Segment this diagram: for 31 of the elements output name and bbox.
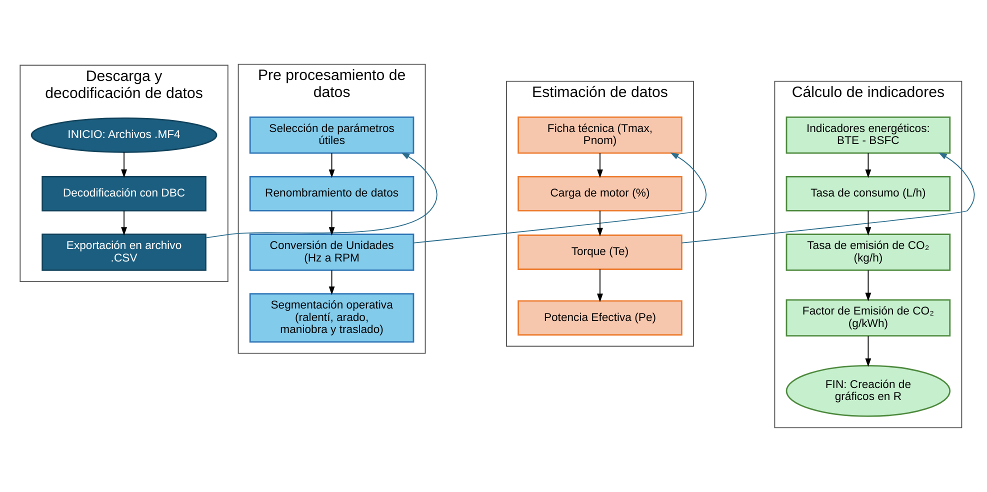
node-box: Ficha técnica (Tmax, Pnom) [518,116,682,154]
node-box: Exportación en archivo .CSV [42,234,206,271]
node-box: Torque (Te) [518,234,682,270]
arrow [597,268,603,302]
node-box: Factor de Emisión de CO₂ (g/kWh) [786,299,951,337]
arrow [865,210,872,236]
node-ellipse: FIN: Creación de gráficos en R [786,365,951,417]
node-box: Tasa de emisión de CO₂ (kg/h) [786,234,951,271]
node-box: Segmentación operativa (ralentí, arado, maniobra y traslado) [249,293,414,343]
arrow [328,210,335,236]
arrow [865,270,872,302]
arrow [413,152,707,244]
arrow [121,210,128,236]
arrow [681,152,975,244]
node-box: Decodificación con DBC [42,176,206,212]
arrow [206,152,438,238]
node-box: Potencia Efectiva (Pe) [518,300,682,336]
node-box: Carga de motor (%) [518,176,682,212]
node-ellipse: INICIO: Archivos .MF4 [30,117,218,153]
node-box: Selección de parámetros útiles [249,116,414,154]
node-box: Renombramiento de datos [249,176,414,212]
arrow [328,152,335,178]
arrow [328,270,335,296]
node-box: Indicadores energéticos: BTE - BSFC [786,116,951,154]
arrow [865,336,872,367]
arrow [865,152,872,178]
node-box: Conversión de Unidades (Hz a RPM [249,234,414,271]
arrow [121,152,128,178]
node-box: Tasa de consumo (L/h) [786,176,951,212]
arrow [597,152,603,178]
arrow [597,210,603,236]
